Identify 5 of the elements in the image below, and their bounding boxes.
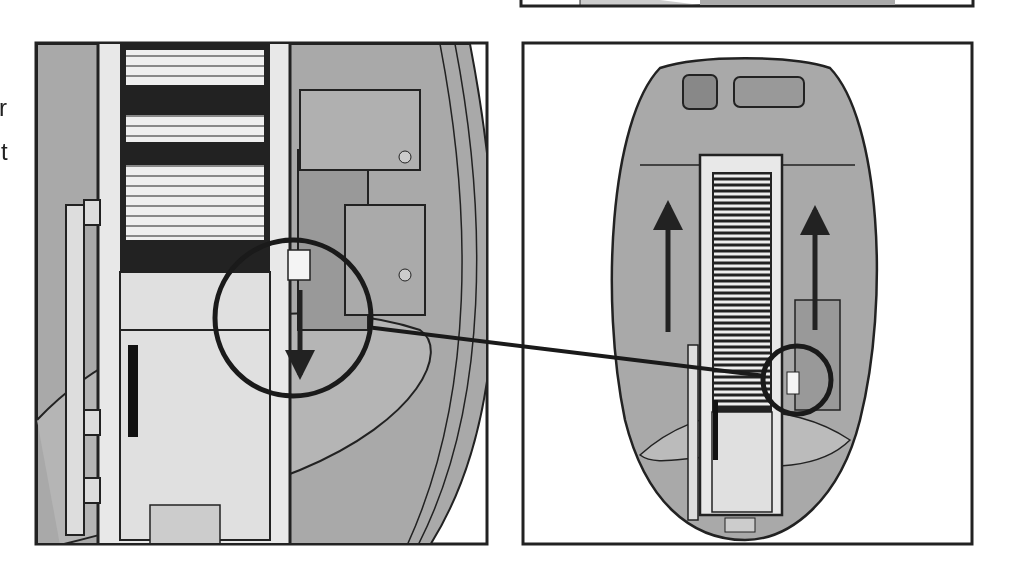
magnifier-circle xyxy=(760,343,834,417)
cut-off-text: t xyxy=(1,140,8,164)
leader-line xyxy=(372,325,762,378)
magnifier-circle xyxy=(212,237,374,399)
cut-off-text: r xyxy=(0,96,7,120)
